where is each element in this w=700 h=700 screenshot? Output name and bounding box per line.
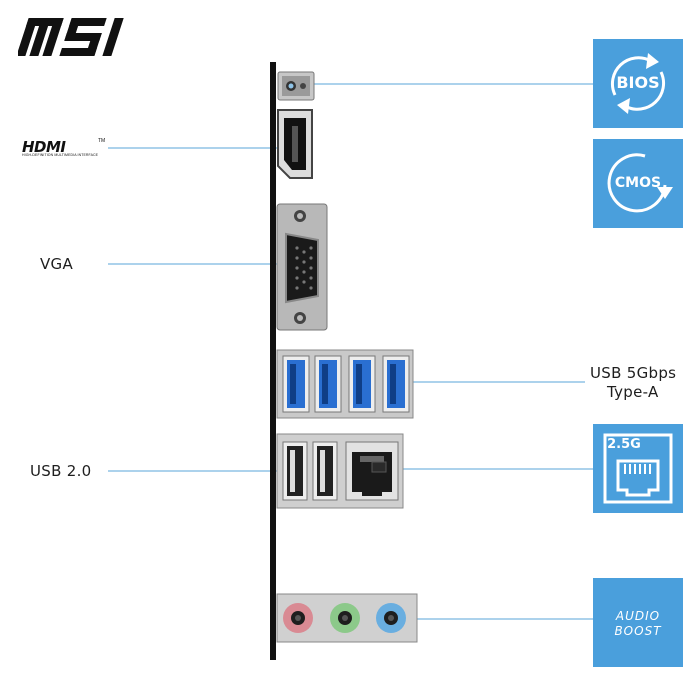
audio-tile-line1: AUDIO — [615, 609, 661, 623]
clear-cmos-tile: CMOS — [593, 139, 683, 228]
audio-tile-line2: BOOST — [614, 624, 662, 638]
audio-jack-line-in — [376, 603, 406, 633]
usb2-port-2 — [312, 441, 338, 501]
bios-button-port — [277, 71, 315, 101]
lan-port — [345, 441, 399, 501]
lan-2-5g-tile: 2.5G — [593, 424, 683, 513]
usb5-port-3 — [348, 355, 376, 413]
usb2-label: USB 2.0 — [30, 462, 92, 480]
audio-jack-mic — [283, 603, 313, 633]
usb5-port-1 — [282, 355, 310, 413]
ethernet-port-icon — [603, 433, 673, 504]
bios-tile-label: BIOS — [616, 73, 660, 92]
audio-jack-line-out — [330, 603, 360, 633]
audio-jack-block — [276, 593, 418, 643]
usb5-label-line1: USB 5Gbps — [590, 364, 677, 382]
cmos-tile-label: CMOS — [614, 175, 662, 191]
usb5-label-line2: Type-A — [607, 383, 659, 401]
usb5-port-4 — [382, 355, 410, 413]
vga-port — [276, 203, 328, 331]
usb2-port-1 — [282, 441, 308, 501]
hdmi-logo-word: HDMI — [22, 138, 66, 156]
hdmi-logo-tm: TM — [98, 138, 106, 144]
msi-logo — [18, 18, 124, 56]
hdmi-logo-subtitle: HIGH-DEFINITION MULTIMEDIA INTERFACE — [22, 153, 99, 157]
hdmi-port — [277, 109, 313, 179]
refresh-arrows-icon — [610, 53, 666, 114]
circular-arrow-icon — [607, 153, 673, 213]
hdmi-logo: HDMI TM HIGH-DEFINITION MULTIMEDIA INTER… — [22, 138, 106, 160]
lan-tile-speed: 2.5G — [607, 437, 641, 452]
bios-flashback-tile: BIOS — [593, 39, 683, 128]
usb5-port-block — [276, 349, 414, 419]
audio-boost-tile: AUDIO BOOST — [593, 578, 683, 667]
usb5-port-2 — [314, 355, 342, 413]
vga-label: VGA — [40, 255, 74, 273]
usb2-lan-block — [276, 433, 404, 509]
io-shield-edge — [270, 62, 276, 660]
